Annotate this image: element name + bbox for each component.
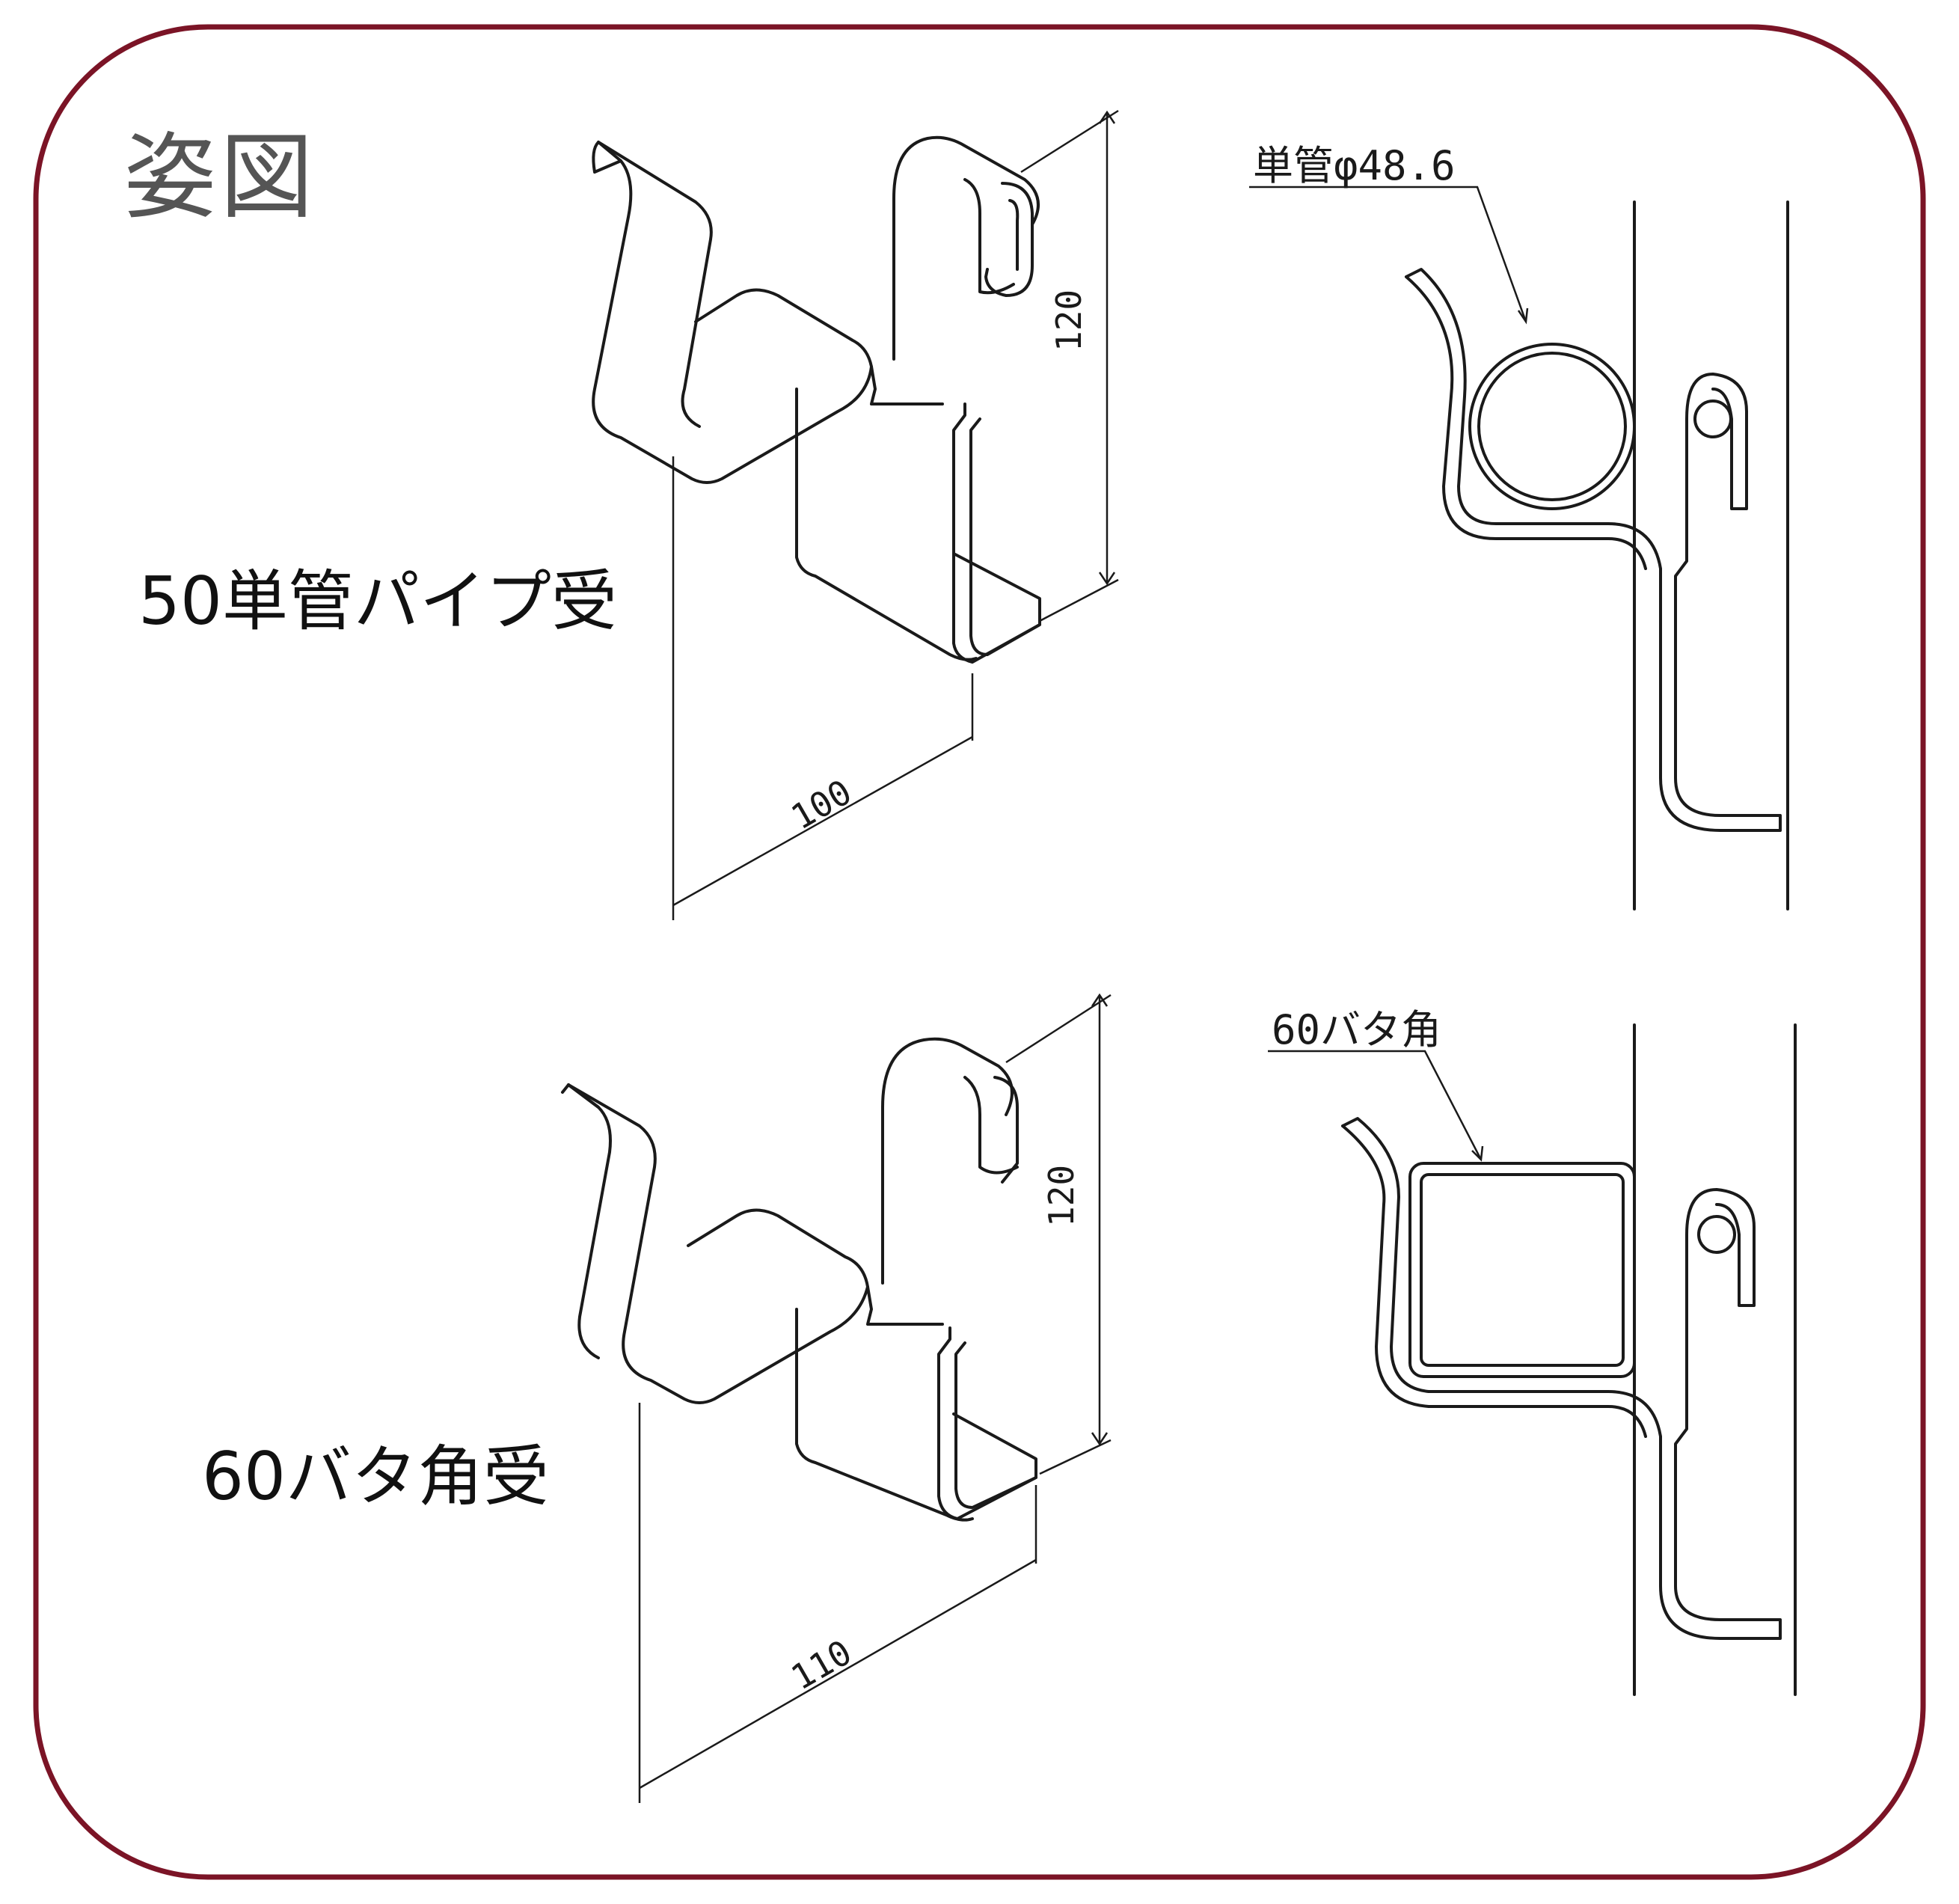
square-timber-section-icon <box>1408 1162 1636 1378</box>
variant-label-pipe: 50単管パイプ受 <box>138 563 617 640</box>
dimension-width-square: 110 <box>785 1632 859 1698</box>
isometric-view-pipe: 120 100 <box>592 109 1119 920</box>
dimension-width-pipe: 100 <box>785 771 859 837</box>
callout-square: 60バタ角 <box>1272 1006 1441 1053</box>
callout-pipe: 単管φ48.6 <box>1253 142 1456 189</box>
isometric-view-square: 120 110 <box>561 993 1112 1803</box>
variant-label-square: 60バタ角受 <box>202 1438 549 1515</box>
pipe-section-icon <box>1468 343 1636 510</box>
side-view-square: 60バタ角 <box>1268 1006 1797 1696</box>
dimension-height-square: 120 <box>1041 1165 1082 1227</box>
page-title: 姿図 <box>123 123 316 232</box>
side-view-pipe: 単管φ48.6 <box>1249 142 1789 910</box>
dimension-height-pipe: 120 <box>1049 290 1089 352</box>
